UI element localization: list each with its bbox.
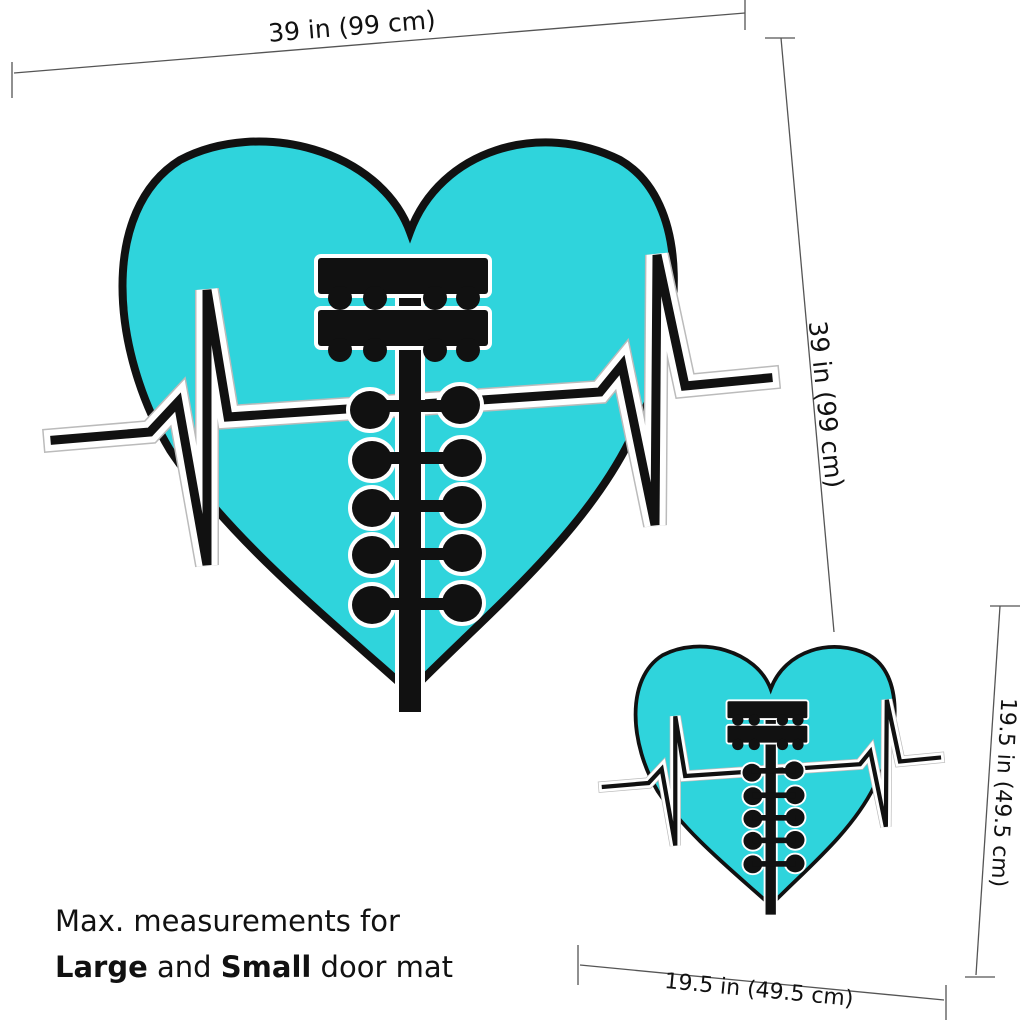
caption-and: and bbox=[147, 950, 221, 984]
caption-large: Large bbox=[55, 950, 148, 984]
dimension-lines bbox=[11, 0, 1020, 1020]
caption: Max. measurements for Large and Small do… bbox=[55, 898, 453, 990]
large-door-mat bbox=[55, 142, 768, 712]
caption-rest: door mat bbox=[311, 950, 453, 984]
caption-small: Small bbox=[220, 950, 312, 984]
caption-line-1: Max. measurements for bbox=[55, 904, 400, 938]
small-door-mat bbox=[604, 647, 939, 915]
caption-line-2: Large and Small door mat bbox=[55, 944, 453, 990]
